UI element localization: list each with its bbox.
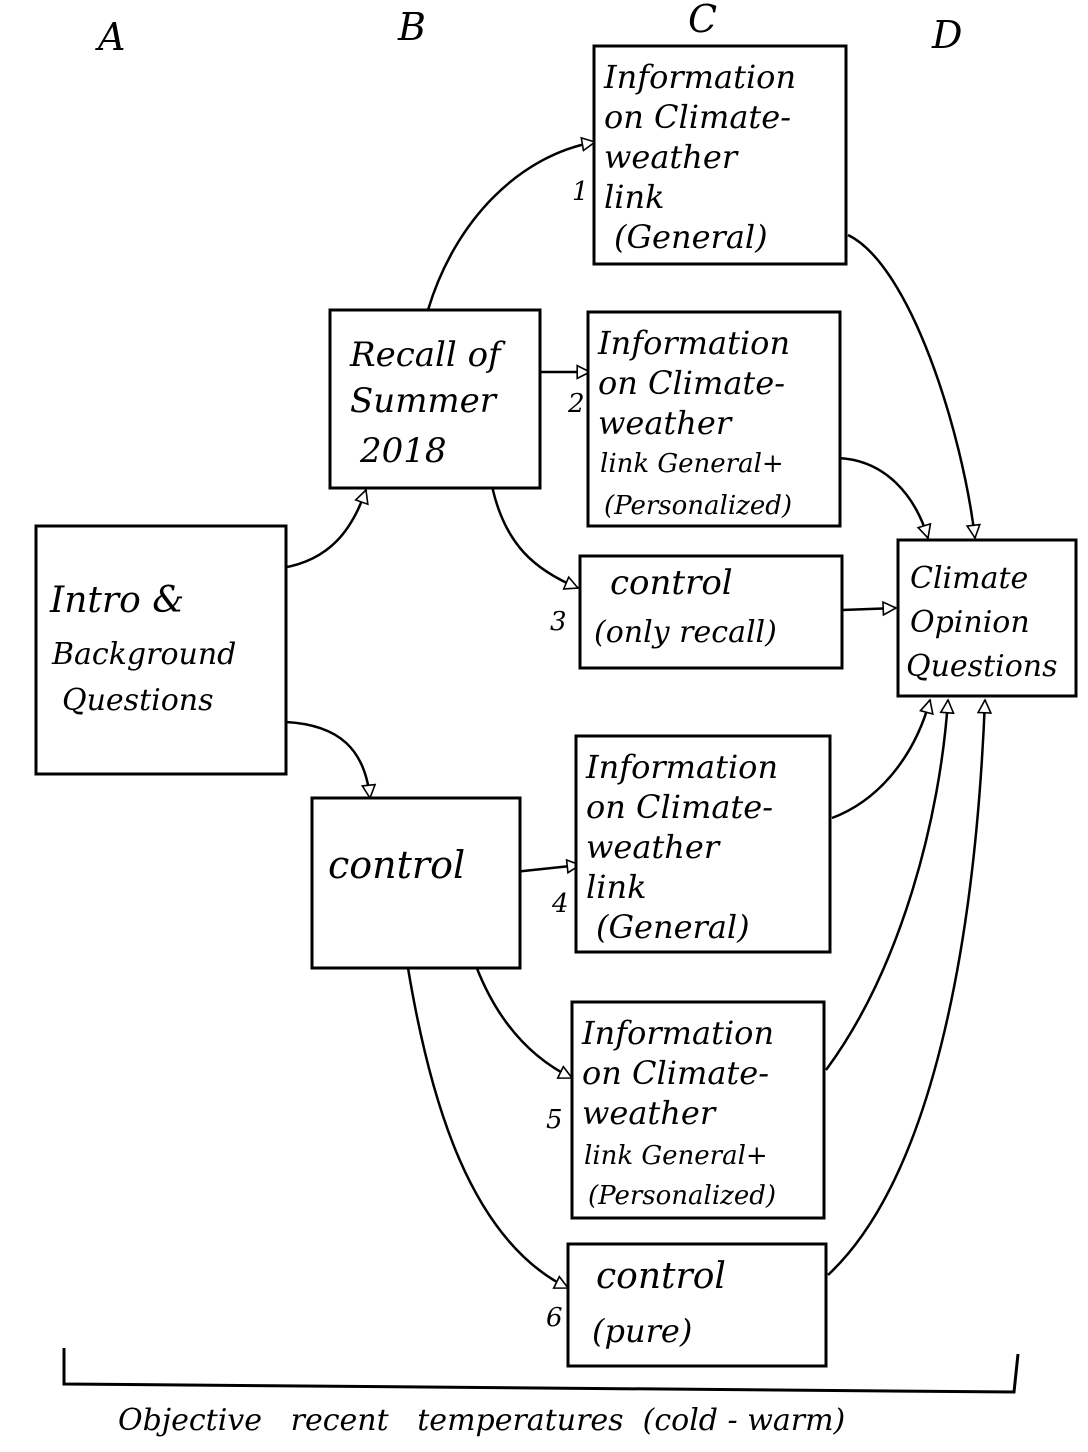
svg-text:control (pure): control (pure) bbox=[592, 1256, 737, 1350]
opinion-line-3: Questions bbox=[906, 649, 1058, 684]
intro-line-3: Questions bbox=[62, 683, 214, 718]
svg-text:control: control bbox=[328, 843, 465, 887]
condition-number-3: 3 bbox=[550, 607, 567, 637]
arrow-info2-to-opinion bbox=[837, 456, 928, 538]
info1-line-2: on Climate- bbox=[604, 98, 791, 136]
connector-arrows bbox=[281, 142, 985, 1290]
svg-text:Climate Opinion Qu: Climate Opinion Questions bbox=[906, 561, 1058, 684]
intro-background-box: Intro & Background Questions bbox=[34, 524, 288, 776]
intro-line-2: Background bbox=[51, 637, 236, 672]
info2-box: Information on Climate- weather link Gen… bbox=[586, 310, 842, 528]
info5-line-5: (Personalized) bbox=[588, 1181, 776, 1211]
info1-line-5: (General) bbox=[614, 218, 768, 256]
arrow-info1-to-opinion bbox=[847, 233, 975, 538]
column-label-b: B bbox=[397, 5, 426, 49]
info2-line-1: Information bbox=[597, 324, 790, 362]
condition-number-4: 4 bbox=[551, 889, 569, 919]
info4-line-1: Information bbox=[585, 748, 778, 786]
arrow-recall-to-control3 bbox=[490, 485, 578, 588]
condition-number-5: 5 bbox=[546, 1105, 563, 1135]
info4-box: Information on Climate- weather link (Ge… bbox=[574, 734, 832, 954]
arrow-intro-to-recall bbox=[281, 490, 366, 570]
info2-line-4: link General+ bbox=[600, 449, 784, 479]
info1-box: Information on Climate- weather link (Ge… bbox=[592, 44, 848, 266]
recall-summer-box: Recall of Summer 2018 bbox=[328, 308, 542, 490]
climate-opinion-box: Climate Opinion Questions bbox=[896, 538, 1078, 698]
footer-temperatures-label: Objective recent temperatures (cold - wa… bbox=[118, 1403, 845, 1438]
column-label-d: D bbox=[931, 13, 962, 57]
info1-line-1: Information bbox=[603, 58, 796, 96]
control6-line-1: control bbox=[596, 1256, 726, 1297]
recall-line-2: Summer bbox=[350, 381, 498, 421]
svg-text:Intro & Background: Intro & Background Questions bbox=[49, 580, 248, 718]
info5-line-4: link General+ bbox=[584, 1141, 768, 1171]
arrow-control-to-control6 bbox=[406, 967, 568, 1290]
condition-number-6: 6 bbox=[546, 1303, 563, 1333]
info4-line-3: weather bbox=[586, 828, 721, 866]
recall-line-3: 2018 bbox=[359, 431, 447, 471]
info2-line-2: on Climate- bbox=[598, 364, 785, 402]
condition-number-1: 1 bbox=[572, 177, 589, 207]
opinion-line-1: Climate bbox=[910, 561, 1028, 596]
control3-line-1: control bbox=[610, 563, 733, 603]
info4-line-4: link bbox=[586, 868, 646, 906]
svg-text:Information on Climate-: Information on Climate- weather link Gen… bbox=[597, 324, 800, 521]
arrow-info4-to-opinion bbox=[831, 700, 930, 820]
control3-box: control (only recall) bbox=[578, 554, 844, 670]
condition-number-2: 2 bbox=[567, 389, 585, 419]
arrow-control6-to-opinion bbox=[827, 700, 985, 1276]
info5-line-2: on Climate- bbox=[582, 1054, 769, 1092]
arrow-control-to-info4 bbox=[513, 865, 580, 872]
info1-line-3: weather bbox=[604, 138, 739, 176]
control-b-box: control bbox=[310, 796, 522, 970]
info5-line-1: Information bbox=[581, 1014, 774, 1052]
control6-line-2: (pure) bbox=[592, 1312, 692, 1350]
recall-line-1: Recall of bbox=[349, 335, 506, 375]
control-b-line-1: control bbox=[328, 843, 465, 887]
info1-line-4: link bbox=[604, 178, 664, 216]
svg-text:Information on Climate-: Information on Climate- weather link Gen… bbox=[581, 1014, 784, 1211]
info5-line-3: weather bbox=[582, 1094, 717, 1132]
column-label-a: A bbox=[95, 15, 125, 59]
info4-line-2: on Climate- bbox=[586, 788, 773, 826]
arrow-intro-to-control bbox=[285, 720, 370, 798]
arrow-recall-to-info1 bbox=[426, 142, 595, 311]
intro-line-1: Intro & bbox=[49, 580, 184, 621]
info4-line-5: (General) bbox=[596, 908, 750, 946]
info2-line-5: (Personalized) bbox=[604, 491, 792, 521]
svg-text:control (only recall): control (only recall) bbox=[594, 563, 777, 650]
svg-text:Information on Climate-: Information on Climate- weather link (Ge… bbox=[585, 748, 788, 946]
control6-box: control (pure) bbox=[566, 1242, 828, 1368]
info2-line-3: weather bbox=[598, 404, 733, 442]
svg-text:Information on Climate-: Information on Climate- weather link (Ge… bbox=[603, 58, 806, 256]
svg-text:Recall of Summer 2: Recall of Summer 2018 bbox=[349, 335, 511, 471]
arrow-info5-to-opinion bbox=[824, 700, 948, 1071]
opinion-line-2: Opinion bbox=[910, 605, 1030, 640]
bottom-bracket bbox=[62, 1348, 1020, 1394]
control3-line-2: (only recall) bbox=[594, 615, 777, 650]
arrow-control3-to-opinion bbox=[841, 608, 896, 610]
arrow-control-to-info5 bbox=[474, 965, 572, 1080]
info5-box: Information on Climate- weather link Gen… bbox=[570, 1000, 826, 1220]
column-label-c: C bbox=[688, 0, 717, 41]
